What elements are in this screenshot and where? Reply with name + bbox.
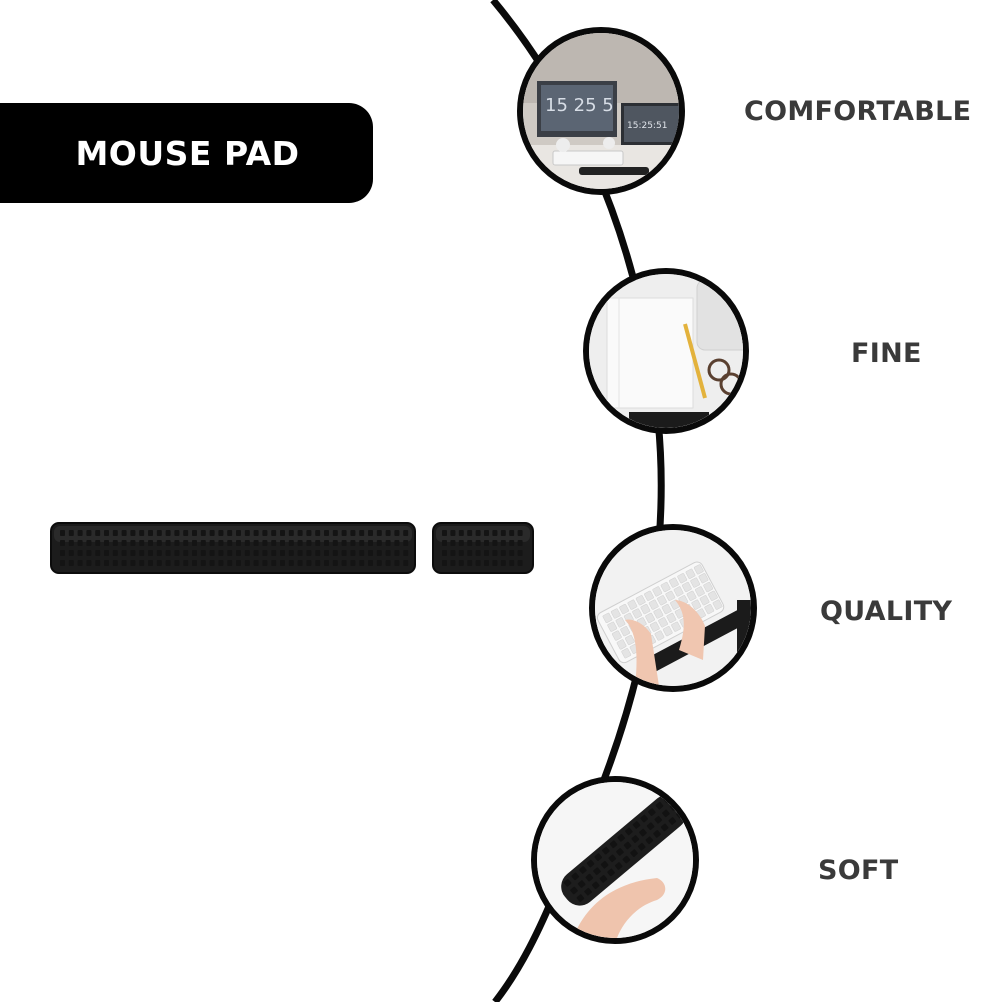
quality-photo — [589, 524, 757, 692]
page-title: MOUSE PAD — [75, 133, 300, 173]
feature-label-comfortable: COMFORTABLE — [744, 96, 972, 127]
comfortable-photo: 15 25 5 15:25:51 — [517, 27, 685, 195]
soft-photo — [531, 776, 699, 944]
clock-readout: 15:25:51 — [627, 121, 667, 131]
feature-label-soft: SOFT — [818, 855, 899, 886]
fine-photo — [583, 268, 749, 434]
long-wrist-rest-image — [50, 522, 416, 574]
svg-text:15 25 5: 15 25 5 — [545, 95, 614, 116]
title-banner: MOUSE PAD — [0, 103, 373, 203]
feature-label-fine: FINE — [851, 338, 922, 369]
feature-label-quality: QUALITY — [820, 596, 953, 627]
short-wrist-rest-image — [432, 522, 534, 574]
